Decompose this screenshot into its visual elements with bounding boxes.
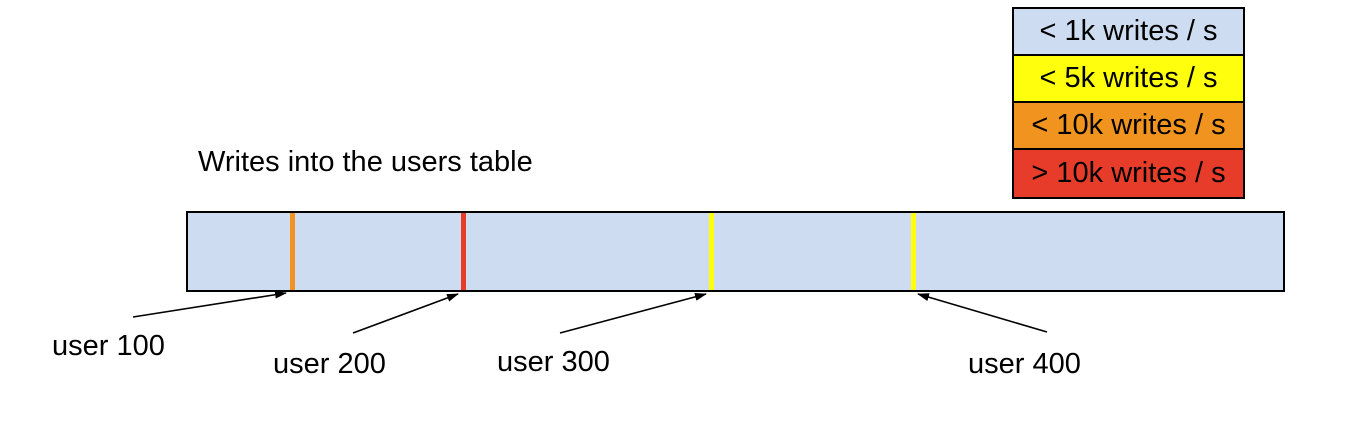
- callout-arrow: [352, 293, 459, 334]
- write-rate-legend: < 1k writes / s < 5k writes / s < 10k writ…: [1012, 7, 1245, 199]
- legend-row: < 5k writes / s: [1014, 56, 1243, 103]
- legend-label: < 10k writes / s: [1031, 109, 1226, 141]
- legend-row: > 10k writes / s: [1014, 150, 1243, 197]
- legend-label: < 1k writes / s: [1039, 15, 1218, 47]
- legend-label: > 10k writes / s: [1031, 157, 1226, 189]
- legend-row: < 1k writes / s: [1014, 9, 1243, 56]
- callout-arrow: [917, 293, 1048, 333]
- callout-label: user 100: [52, 330, 165, 362]
- callout-label: user 300: [497, 346, 610, 378]
- diagram-title: Writes into the users table: [198, 146, 533, 178]
- users-table-bar: [186, 211, 1285, 292]
- legend-label: < 5k writes / s: [1039, 62, 1218, 94]
- callout-label: user 400: [968, 348, 1081, 380]
- write-rate-tick: [911, 213, 916, 290]
- legend-row: < 10k writes / s: [1014, 103, 1243, 150]
- write-rate-tick: [461, 213, 466, 290]
- write-rate-tick: [709, 213, 714, 290]
- callout-arrow: [559, 292, 707, 334]
- callout-arrow: [132, 290, 287, 318]
- callout-label: user 200: [273, 348, 386, 380]
- write-rate-tick: [290, 213, 295, 290]
